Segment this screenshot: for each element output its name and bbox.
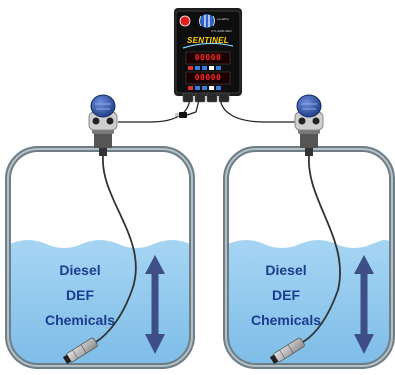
pressure-probe-left [62, 337, 98, 364]
display-top-readout: 00000 [194, 53, 222, 62]
cable-right [219, 95, 300, 123]
level-range-arrow-left [145, 255, 165, 354]
tank-left-liquid [10, 240, 190, 364]
level-range-arrow-right [354, 255, 374, 354]
tank-right-liquid [228, 240, 390, 364]
probe-cable-left [95, 155, 137, 343]
controller-maker: LevelPal [217, 17, 229, 21]
sentinel-controller [174, 8, 242, 103]
display-top [185, 51, 231, 65]
tank-left-content-1: Diesel [59, 262, 101, 278]
control-buttons-top [188, 66, 221, 70]
cable-glands [182, 92, 230, 103]
tank-right [223, 146, 395, 369]
probe-cable-right [302, 155, 341, 343]
sensor-logo-icon [199, 14, 215, 28]
controller-model: CTL-4000-SEN [211, 29, 232, 33]
tank-right-content-2: DEF [272, 287, 300, 303]
cable-left [118, 95, 191, 123]
power-button-icon [179, 15, 191, 27]
pressure-probe-right [269, 337, 305, 364]
tank-right-content-3: Chemicals [250, 312, 322, 328]
level-sensor-left [88, 94, 118, 156]
level-sensor-right [294, 94, 324, 156]
tank-left-content-3: Chemicals [44, 312, 116, 328]
display-bottom-readout: 00000 [194, 73, 222, 82]
tank-left-content-2: DEF [66, 287, 94, 303]
control-buttons-bottom [188, 86, 221, 90]
tank-left-contents: Diesel DEF Chemicals [20, 258, 140, 333]
tank-right-content-1: Diesel [265, 262, 307, 278]
display-bottom [185, 71, 231, 85]
tank-right-contents: Diesel DEF Chemicals [226, 258, 346, 333]
power-plug-icon [175, 111, 197, 118]
controller-brand: SENTINEL [187, 36, 229, 45]
